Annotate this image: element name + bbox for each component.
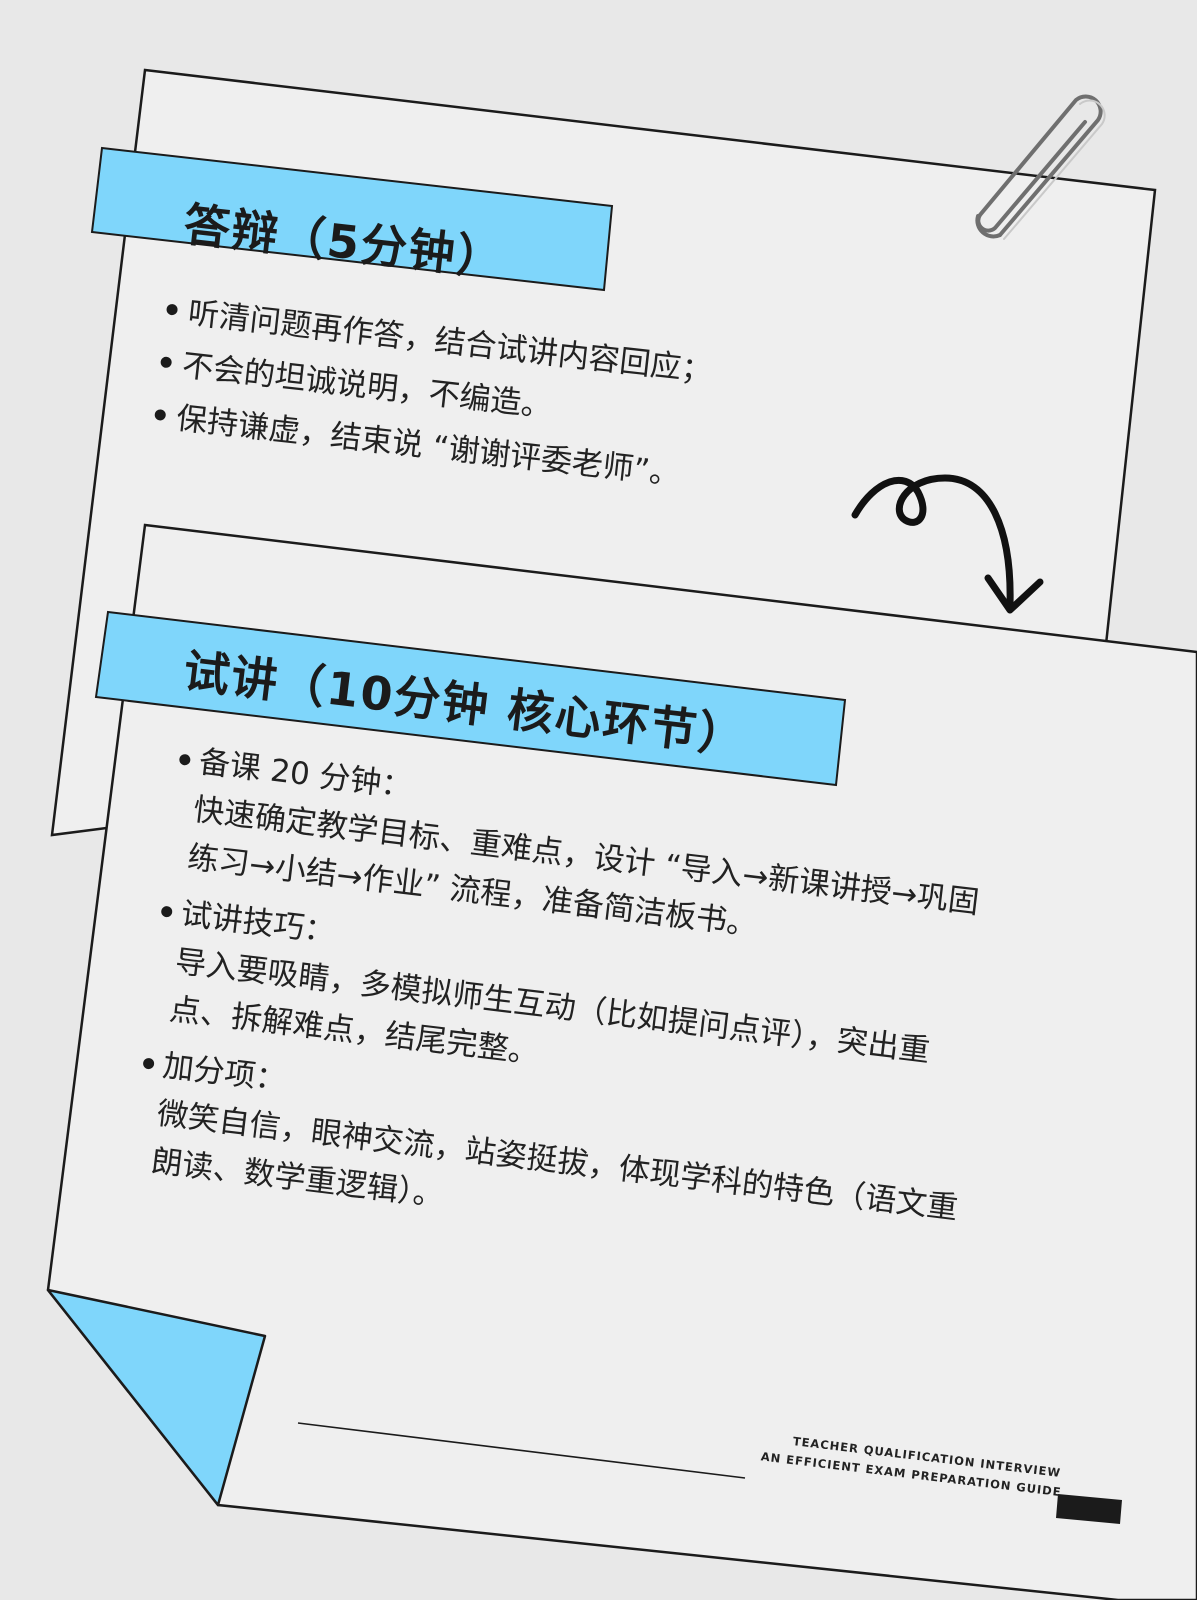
paperclip-icon — [975, 94, 1103, 239]
lecture-s2-dot — [160, 905, 173, 918]
footer-rule — [297, 1422, 746, 1479]
defense-title-band — [90, 146, 614, 292]
defense-title: 答辩（5分钟） — [181, 197, 508, 287]
folded-corner — [46, 1288, 267, 1507]
defense-bullet-3-dot — [154, 408, 167, 422]
lecture-s1-dot — [178, 753, 191, 766]
lecture-title-band — [94, 610, 847, 787]
paperclip-shadow — [1003, 99, 1106, 240]
footer-bar — [1056, 1494, 1122, 1524]
defense-bullet-1-dot — [165, 303, 179, 316]
lecture-s3-dot — [142, 1057, 155, 1070]
curly-arrow-icon — [851, 474, 1044, 614]
defense-bullet-2-dot — [160, 356, 173, 369]
